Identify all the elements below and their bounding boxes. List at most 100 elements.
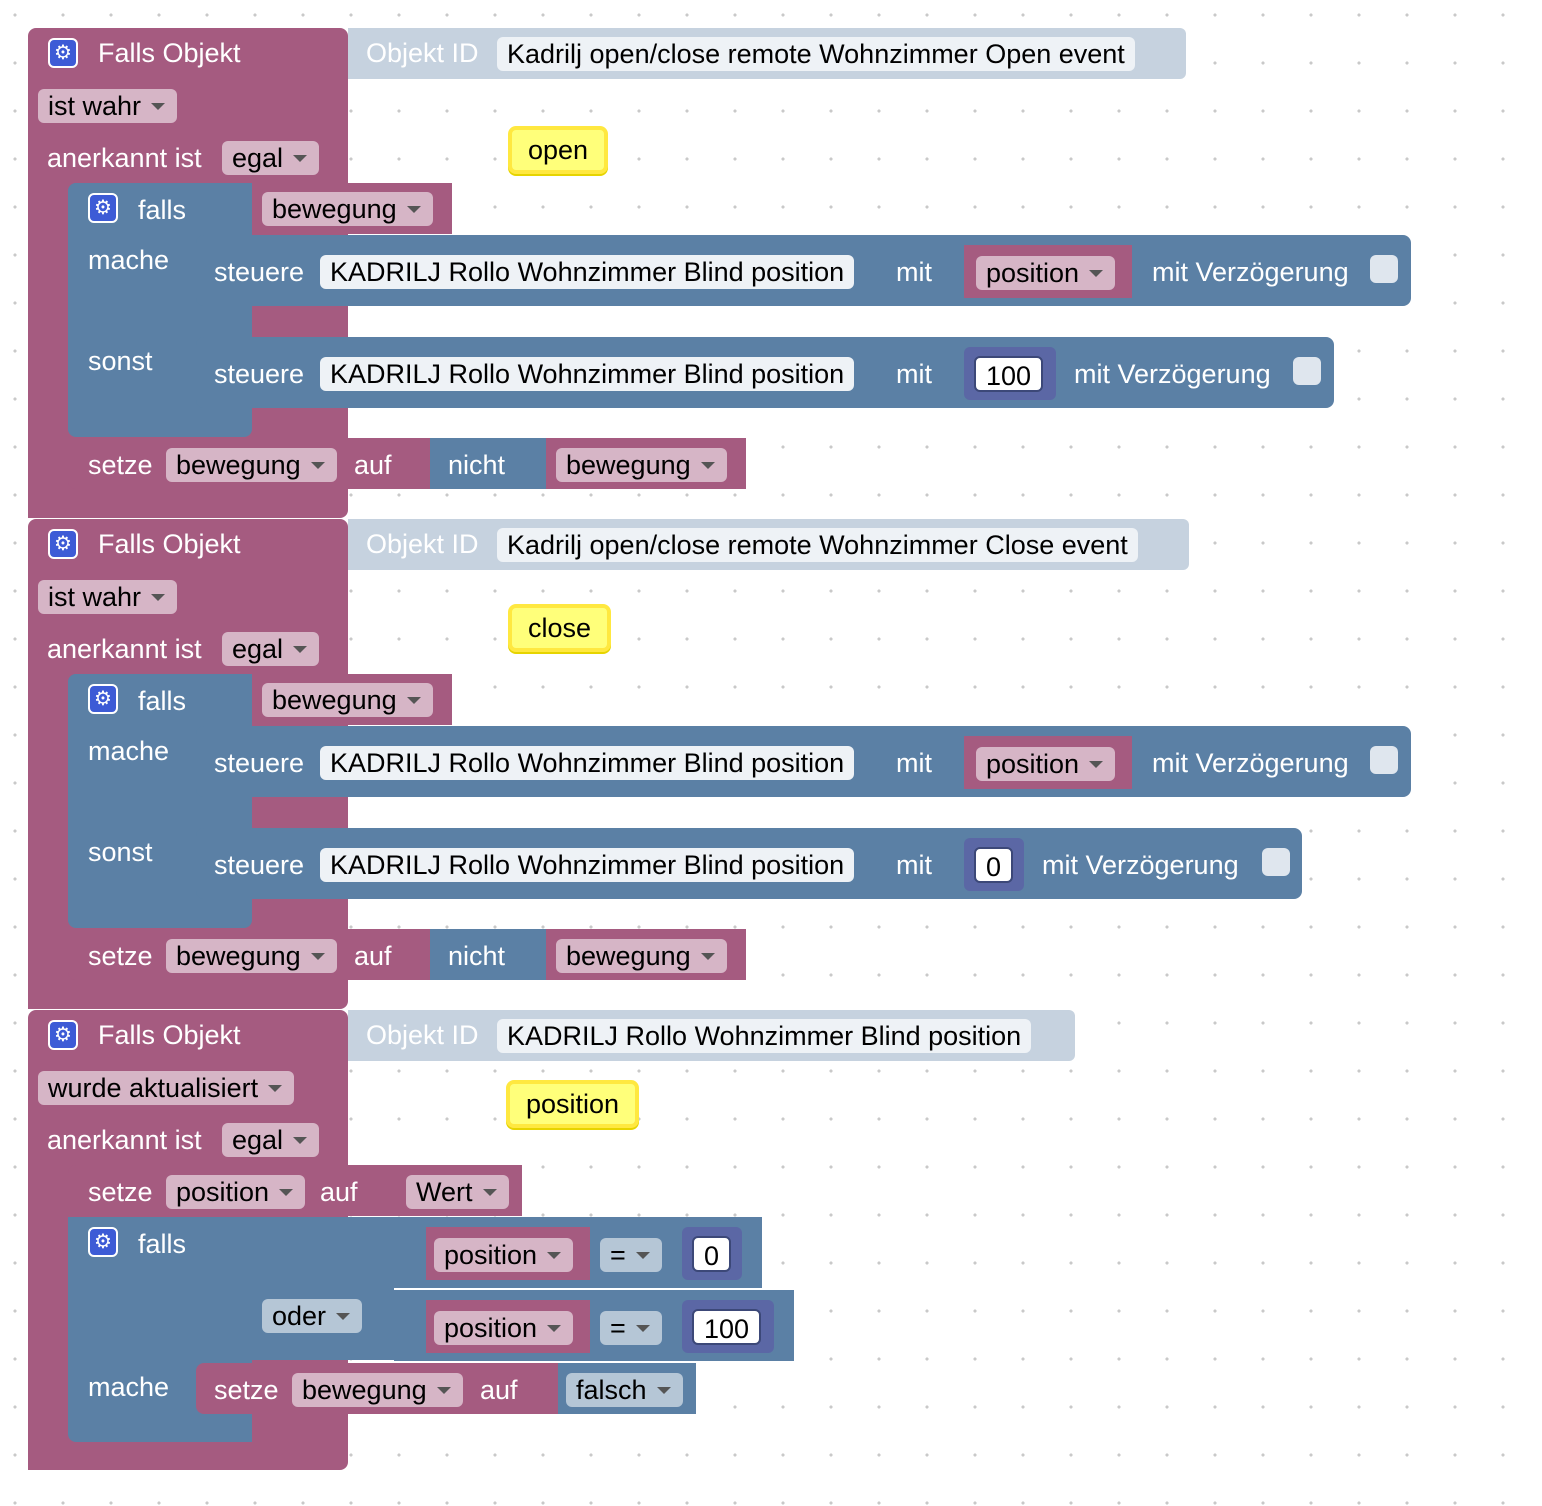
settings-gear-icon[interactable]: ⚙ xyxy=(48,38,78,68)
delay-label: mit Verzögerung xyxy=(1152,257,1349,287)
action-label: steuere xyxy=(214,257,305,287)
delay-checkbox[interactable] xyxy=(1262,848,1290,876)
settings-gear-icon[interactable]: ⚙ xyxy=(88,684,118,714)
with-label: mit xyxy=(896,850,932,880)
boolean-dropdown[interactable]: falsch xyxy=(566,1373,683,1407)
target-field[interactable]: KADRILJ Rollo Wohnzimmer Blind position xyxy=(320,357,855,391)
do-label: mache xyxy=(88,1372,170,1402)
set-label: setze xyxy=(88,450,153,480)
event-left-stripe xyxy=(28,551,68,1009)
if-label: falls xyxy=(138,1229,187,1259)
chevron-down-icon xyxy=(406,697,421,704)
comment-bubble[interactable]: open xyxy=(508,126,609,174)
object-id-field[interactable]: Kadrilj open/close remote Wohnzimmer Clo… xyxy=(497,528,1138,562)
chevron-down-icon xyxy=(293,155,308,162)
object-id-field[interactable]: Kadrilj open/close remote Wohnzimmer Ope… xyxy=(497,37,1135,71)
chevron-down-icon xyxy=(406,206,421,213)
if-variable-dropdown[interactable]: bewegung xyxy=(262,192,433,226)
logic-operator-dropdown[interactable]: oder xyxy=(262,1299,363,1333)
operand-dropdown[interactable]: bewegung xyxy=(556,939,727,973)
compare-left-dropdown[interactable]: position xyxy=(434,1311,574,1345)
object-id-field[interactable]: KADRILJ Rollo Wohnzimmer Blind position xyxy=(497,1019,1032,1053)
value-variable-dropdown[interactable]: position xyxy=(976,747,1116,781)
do-label: mache xyxy=(88,245,170,275)
chevron-down-icon xyxy=(700,462,715,469)
condition-dropdown[interactable]: wurde aktualisiert xyxy=(38,1071,295,1105)
delay-label: mit Verzögerung xyxy=(1152,748,1349,778)
event-left-stripe xyxy=(28,60,68,518)
chevron-down-icon xyxy=(279,1189,294,1196)
if-variable-dropdown[interactable]: bewegung xyxy=(262,683,433,717)
target-field[interactable]: KADRILJ Rollo Wohnzimmer Blind position xyxy=(320,746,855,780)
acknowledged-dropdown[interactable]: egal xyxy=(222,141,320,175)
not-label: nicht xyxy=(448,450,506,480)
number-field[interactable]: 100 xyxy=(974,356,1044,392)
if-label: falls xyxy=(138,195,187,225)
chevron-down-icon xyxy=(700,953,715,960)
set-variable-dropdown[interactable]: position xyxy=(166,1175,306,1209)
comment-bubble[interactable]: close xyxy=(508,604,612,652)
delay-checkbox[interactable] xyxy=(1370,255,1398,283)
number-field[interactable]: 0 xyxy=(692,1236,732,1272)
acknowledged-dropdown[interactable]: egal xyxy=(222,1123,320,1157)
chevron-down-icon xyxy=(436,1387,451,1394)
operand-dropdown[interactable]: bewegung xyxy=(556,448,727,482)
chevron-down-icon xyxy=(151,594,166,601)
chevron-down-icon xyxy=(635,1325,650,1332)
comment-bubble[interactable]: position xyxy=(506,1080,640,1128)
logic-or-block[interactable] xyxy=(252,1217,394,1360)
compare-left-dropdown[interactable]: position xyxy=(434,1238,574,1272)
target-field[interactable]: KADRILJ Rollo Wohnzimmer Blind position xyxy=(320,848,855,882)
delay-checkbox[interactable] xyxy=(1370,746,1398,774)
acknowledged-dropdown[interactable]: egal xyxy=(222,632,320,666)
number-field[interactable]: 0 xyxy=(974,847,1014,883)
target-field[interactable]: KADRILJ Rollo Wohnzimmer Blind position xyxy=(320,255,855,289)
to-label: auf xyxy=(354,450,392,480)
object-id-label: Objekt ID xyxy=(366,529,479,559)
settings-gear-icon[interactable]: ⚙ xyxy=(48,529,78,559)
chevron-down-icon xyxy=(151,103,166,110)
value-variable-dropdown[interactable]: position xyxy=(976,256,1116,290)
to-label: auf xyxy=(354,941,392,971)
chevron-down-icon xyxy=(1089,270,1104,277)
chevron-down-icon xyxy=(656,1387,671,1394)
event-left-stripe xyxy=(28,1042,68,1470)
action-label: steuere xyxy=(214,850,305,880)
object-id-label: Objekt ID xyxy=(366,38,479,68)
chevron-down-icon xyxy=(482,1189,497,1196)
else-label: sonst xyxy=(88,346,153,376)
chevron-down-icon xyxy=(310,462,325,469)
set-label: setze xyxy=(88,1177,153,1207)
set-variable-dropdown[interactable]: bewegung xyxy=(166,939,337,973)
acknowledged-label: anerkannt ist xyxy=(47,634,202,664)
set-variable-dropdown[interactable]: bewegung xyxy=(292,1373,463,1407)
not-label: nicht xyxy=(448,941,506,971)
with-label: mit xyxy=(896,257,932,287)
do-label: mache xyxy=(88,736,170,766)
set-label: setze xyxy=(88,941,153,971)
chevron-down-icon xyxy=(310,953,325,960)
number-field[interactable]: 100 xyxy=(692,1309,762,1345)
object-id-label: Objekt ID xyxy=(366,1020,479,1050)
chevron-down-icon xyxy=(1089,761,1104,768)
delay-checkbox[interactable] xyxy=(1293,357,1321,385)
with-label: mit xyxy=(896,359,932,389)
chevron-down-icon xyxy=(547,1252,562,1259)
compare-operator-dropdown[interactable]: = xyxy=(600,1238,662,1272)
chevron-down-icon xyxy=(293,646,308,653)
condition-dropdown[interactable]: ist wahr xyxy=(38,580,178,614)
action-label: steuere xyxy=(214,748,305,778)
condition-dropdown[interactable]: ist wahr xyxy=(38,89,178,123)
acknowledged-label: anerkannt ist xyxy=(47,143,202,173)
chevron-down-icon xyxy=(336,1313,351,1320)
set-variable-dropdown[interactable]: bewegung xyxy=(166,448,337,482)
settings-gear-icon[interactable]: ⚙ xyxy=(88,1227,118,1257)
trigger-label: Falls Objekt xyxy=(98,1020,241,1050)
set-label: setze xyxy=(214,1375,279,1405)
settings-gear-icon[interactable]: ⚙ xyxy=(48,1020,78,1050)
value-dropdown[interactable]: Wert xyxy=(406,1175,509,1209)
delay-label: mit Verzögerung xyxy=(1074,359,1271,389)
settings-gear-icon[interactable]: ⚙ xyxy=(88,193,118,223)
compare-operator-dropdown[interactable]: = xyxy=(600,1311,662,1345)
trigger-label: Falls Objekt xyxy=(98,38,241,68)
